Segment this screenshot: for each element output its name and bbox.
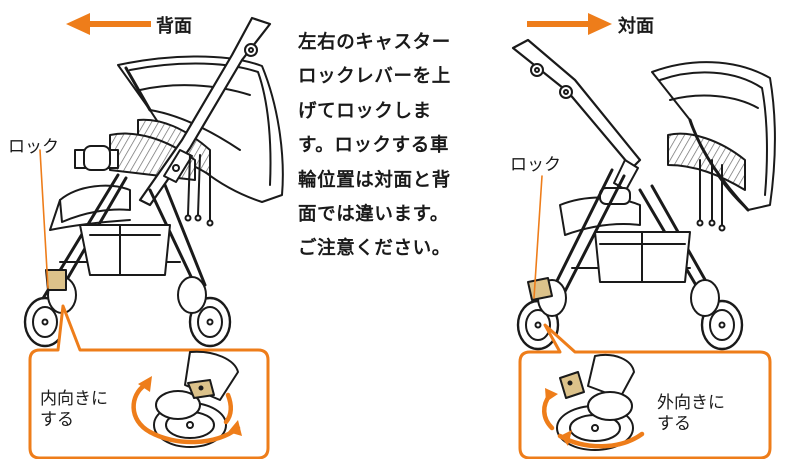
lock-label-left: ロック bbox=[8, 137, 59, 157]
instruction-text: 左右のキャスター ロックレバーを上 げてロックしま す。ロックする車 輪位置は対… bbox=[298, 26, 498, 267]
right-stroller bbox=[511, 13, 776, 351]
rotate-inward-arrow-icon bbox=[131, 382, 241, 445]
lock-label-right: ロック bbox=[510, 155, 561, 175]
left-stroller bbox=[23, 13, 284, 348]
instruction-line: 面では違います。 bbox=[298, 204, 449, 226]
instruction-line: 輪位置は対面と背 bbox=[298, 169, 451, 191]
left-callout-line2: する bbox=[40, 410, 74, 430]
front-facing-label: 対面 bbox=[618, 16, 654, 37]
right-front-wheels bbox=[516, 277, 567, 351]
left-callout-text: 内向きに する bbox=[40, 389, 108, 431]
right-callout-line1: 外向きに bbox=[657, 393, 725, 413]
instruction-line: げてロックしま bbox=[298, 100, 432, 122]
front-arrow-icon bbox=[527, 13, 612, 35]
right-callout-line2: する bbox=[657, 414, 691, 434]
left-callout-line1: 内向きに bbox=[40, 389, 108, 409]
instruction-line: 左右のキャスター bbox=[298, 32, 451, 53]
left-handle bbox=[138, 16, 272, 207]
instruction-line: す。ロックする車 bbox=[298, 135, 449, 157]
right-rear-wheels bbox=[690, 279, 744, 351]
instruction-line: ご注意ください。 bbox=[298, 238, 451, 260]
right-callout-frame bbox=[518, 323, 772, 459]
left-callout-frame bbox=[28, 304, 270, 459]
back-facing-label: 背面 bbox=[156, 16, 192, 37]
left-rear-wheels bbox=[177, 276, 232, 348]
back-arrow-icon bbox=[66, 13, 151, 35]
right-handle bbox=[511, 38, 642, 170]
instruction-line: ロックレバーを上 bbox=[298, 66, 451, 88]
right-callout-text: 外向きに する bbox=[657, 393, 725, 435]
